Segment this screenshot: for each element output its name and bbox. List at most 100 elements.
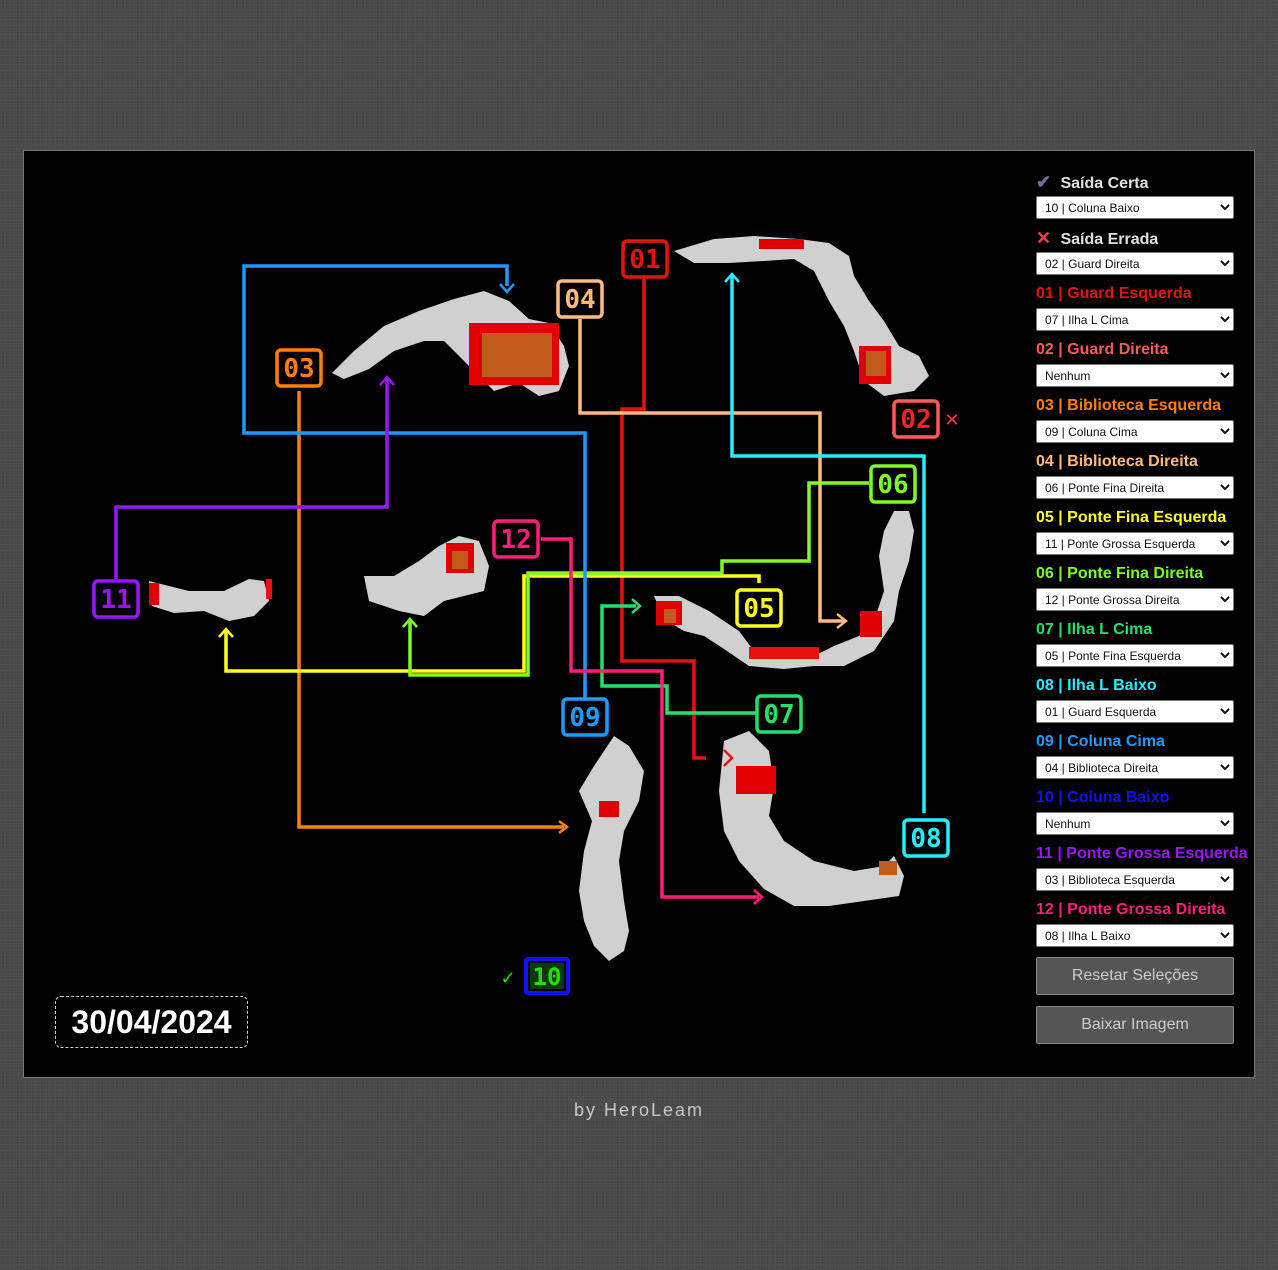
line-01-07 — [620, 254, 706, 760]
door-badge-07-label: 07 — [763, 700, 794, 730]
line-04-06 — [578, 319, 844, 623]
reset-selections-button[interactable]: Resetar Seleções — [1036, 957, 1234, 995]
door-badge-08-label: 08 — [910, 824, 941, 854]
door-label-11: 11 | Ponte Grossa Esquerda — [1036, 845, 1248, 862]
door-select-09[interactable]: 04 | Biblioteca Direita — [1036, 756, 1234, 779]
line-11-03 — [114, 377, 389, 579]
door-label-09: 09 | Coluna Cima — [1036, 733, 1165, 750]
door-select-07[interactable]: 05 | Ponte Fina Esquerda — [1036, 644, 1234, 667]
door-control-03: 03 | Biblioteca Esquerda 09 | Coluna Cima — [1036, 395, 1234, 451]
door-control-05: 05 | Ponte Fina Esquerda 11 | Ponte Gross… — [1036, 507, 1234, 563]
door-badge-02[interactable]: 02 ✕ — [892, 399, 960, 439]
door-control-09: 09 | Coluna Cima 04 | Biblioteca Direita — [1036, 731, 1234, 787]
download-image-button[interactable]: Baixar Imagem — [1036, 1006, 1234, 1044]
door-label-08: 08 | Ilha L Baixo — [1036, 677, 1157, 694]
door-label-07: 07 | Ilha L Cima — [1036, 621, 1153, 638]
door-badge-11[interactable]: 11 — [92, 579, 140, 619]
door-select-10[interactable]: Nenhum — [1036, 812, 1234, 835]
door-label-06: 06 | Ponte Fina Direita — [1036, 565, 1204, 582]
door-badge-10-label: 10 — [533, 963, 562, 991]
door-badge-03[interactable]: 03 — [275, 348, 323, 388]
door-control-12: 12 | Ponte Grossa Direita 08 | Ilha L Bai… — [1036, 899, 1234, 955]
island-bridge-thin — [654, 511, 914, 669]
door-select-04[interactable]: 06 | Ponte Fina Direita — [1036, 476, 1234, 499]
arrow-at-06 — [836, 613, 849, 629]
footer-credit: by HeroLeam — [573, 1100, 705, 1120]
wrong-exit-label: Saída Errada — [1060, 231, 1159, 248]
door-control-04: 04 | Biblioteca Direita 06 | Ponte Fina D… — [1036, 451, 1234, 507]
door-control-07: 07 | Ilha L Cima 05 | Ponte Fina Esquerda — [1036, 619, 1234, 675]
arrow-at-05 — [631, 598, 642, 614]
door-control-08: 08 | Ilha L Baixo 01 | Guard Esquerda — [1036, 675, 1234, 731]
door-controls: 01 | Guard Esquerda 07 | Ilha L Cima 02 | … — [1036, 283, 1248, 955]
door-badge-02-label: 02 — [900, 405, 931, 435]
cross-icon: ✕ — [1036, 228, 1052, 248]
line-06-12 — [408, 481, 869, 677]
door-select-06[interactable]: 12 | Ponte Grossa Direita — [1036, 588, 1234, 611]
connection-lines — [114, 254, 926, 899]
wrong-exit-icon: ✕ — [944, 410, 959, 431]
line-07-05 — [600, 604, 757, 715]
door-select-02[interactable]: Nenhum — [1036, 364, 1234, 387]
line-12-08 — [541, 537, 759, 899]
wrong-exit-control: ✕ Saída Errada 02 | Guard Direita — [1036, 227, 1234, 283]
arrow-at-01 — [724, 272, 740, 283]
door-badge-09-label: 09 — [569, 703, 600, 733]
line-03-09 — [297, 391, 564, 829]
correct-exit-control: ✔ Saída Certa 10 | Coluna Baixo — [1036, 171, 1234, 227]
door-select-08[interactable]: 01 | Guard Esquerda — [1036, 700, 1234, 723]
door-label-02: 02 | Guard Direita — [1036, 341, 1169, 358]
door-badge-01-label: 01 — [629, 245, 660, 275]
line-08-01 — [730, 276, 926, 813]
door-select-12[interactable]: 08 | Ilha L Baixo — [1036, 924, 1234, 947]
island-l — [719, 731, 904, 906]
door-label-03: 03 | Biblioteca Esquerda — [1036, 397, 1221, 414]
door-badge-11-label: 11 — [100, 585, 131, 615]
arrow-at-09 — [558, 820, 570, 834]
arrow-at-04 — [499, 283, 515, 294]
door-label-01: 01 | Guard Esquerda — [1036, 285, 1192, 302]
door-select-01[interactable]: 07 | Ilha L Cima — [1036, 308, 1234, 331]
arrow-at-08 — [753, 889, 764, 905]
door-select-11[interactable]: 03 | Biblioteca Esquerda — [1036, 868, 1234, 891]
door-badge-08[interactable]: 08 — [902, 818, 950, 858]
door-label-10: 10 | Coluna Baixo — [1036, 789, 1170, 806]
door-badge-05[interactable]: 05 — [735, 588, 783, 628]
arrow-at-02 — [723, 749, 734, 767]
door-label-05: 05 | Ponte Fina Esquerda — [1036, 509, 1227, 526]
dungeon-map: 01 02 ✕ 03 04 05 06 07 08 — [92, 236, 960, 995]
door-select-03[interactable]: 09 | Coluna Cima — [1036, 420, 1234, 443]
door-badge-01[interactable]: 01 — [621, 239, 669, 279]
line-09-04 — [242, 264, 587, 699]
door-badge-04[interactable]: 04 — [556, 279, 604, 319]
correct-exit-icon: ✓ — [500, 968, 515, 989]
arrow-at-12 — [402, 617, 418, 628]
wrong-exit-select[interactable]: 02 | Guard Direita — [1036, 252, 1234, 275]
arrow-at-03 — [379, 375, 395, 386]
correct-exit-label: Saída Certa — [1060, 175, 1149, 192]
door-badge-06[interactable]: 06 — [869, 464, 917, 504]
line-05-11 — [224, 574, 761, 673]
correct-exit-select[interactable]: 10 | Coluna Baixo — [1036, 196, 1234, 219]
door-badge-06-label: 06 — [877, 470, 908, 500]
door-badge-10[interactable]: 10 ✓ — [500, 957, 570, 995]
door-badge-12[interactable]: 12 — [492, 519, 540, 559]
door-badge-04-label: 04 — [564, 285, 595, 315]
map-frame: 01 02 ✕ 03 04 05 06 07 08 — [23, 150, 1255, 1078]
island-column — [579, 736, 644, 961]
door-label-04: 04 | Biblioteca Direita — [1036, 453, 1198, 470]
island-guard — [674, 236, 929, 396]
door-control-06: 06 | Ponte Fina Direita 12 | Ponte Grossa… — [1036, 563, 1234, 619]
door-select-05[interactable]: 11 | Ponte Grossa Esquerda — [1036, 532, 1234, 555]
island-library — [332, 291, 569, 396]
door-control-01: 01 | Guard Esquerda 07 | Ilha L Cima — [1036, 283, 1234, 339]
door-control-11: 11 | Ponte Grossa Esquerda 03 | Bibliotec… — [1036, 843, 1248, 899]
door-badge-05-label: 05 — [743, 594, 774, 624]
door-badge-09[interactable]: 09 — [561, 697, 609, 737]
arrowheads — [218, 272, 849, 905]
door-label-12: 12 | Ponte Grossa Direita — [1036, 901, 1226, 918]
door-badge-03-label: 03 — [283, 354, 314, 384]
door-badge-07[interactable]: 07 — [755, 694, 803, 734]
